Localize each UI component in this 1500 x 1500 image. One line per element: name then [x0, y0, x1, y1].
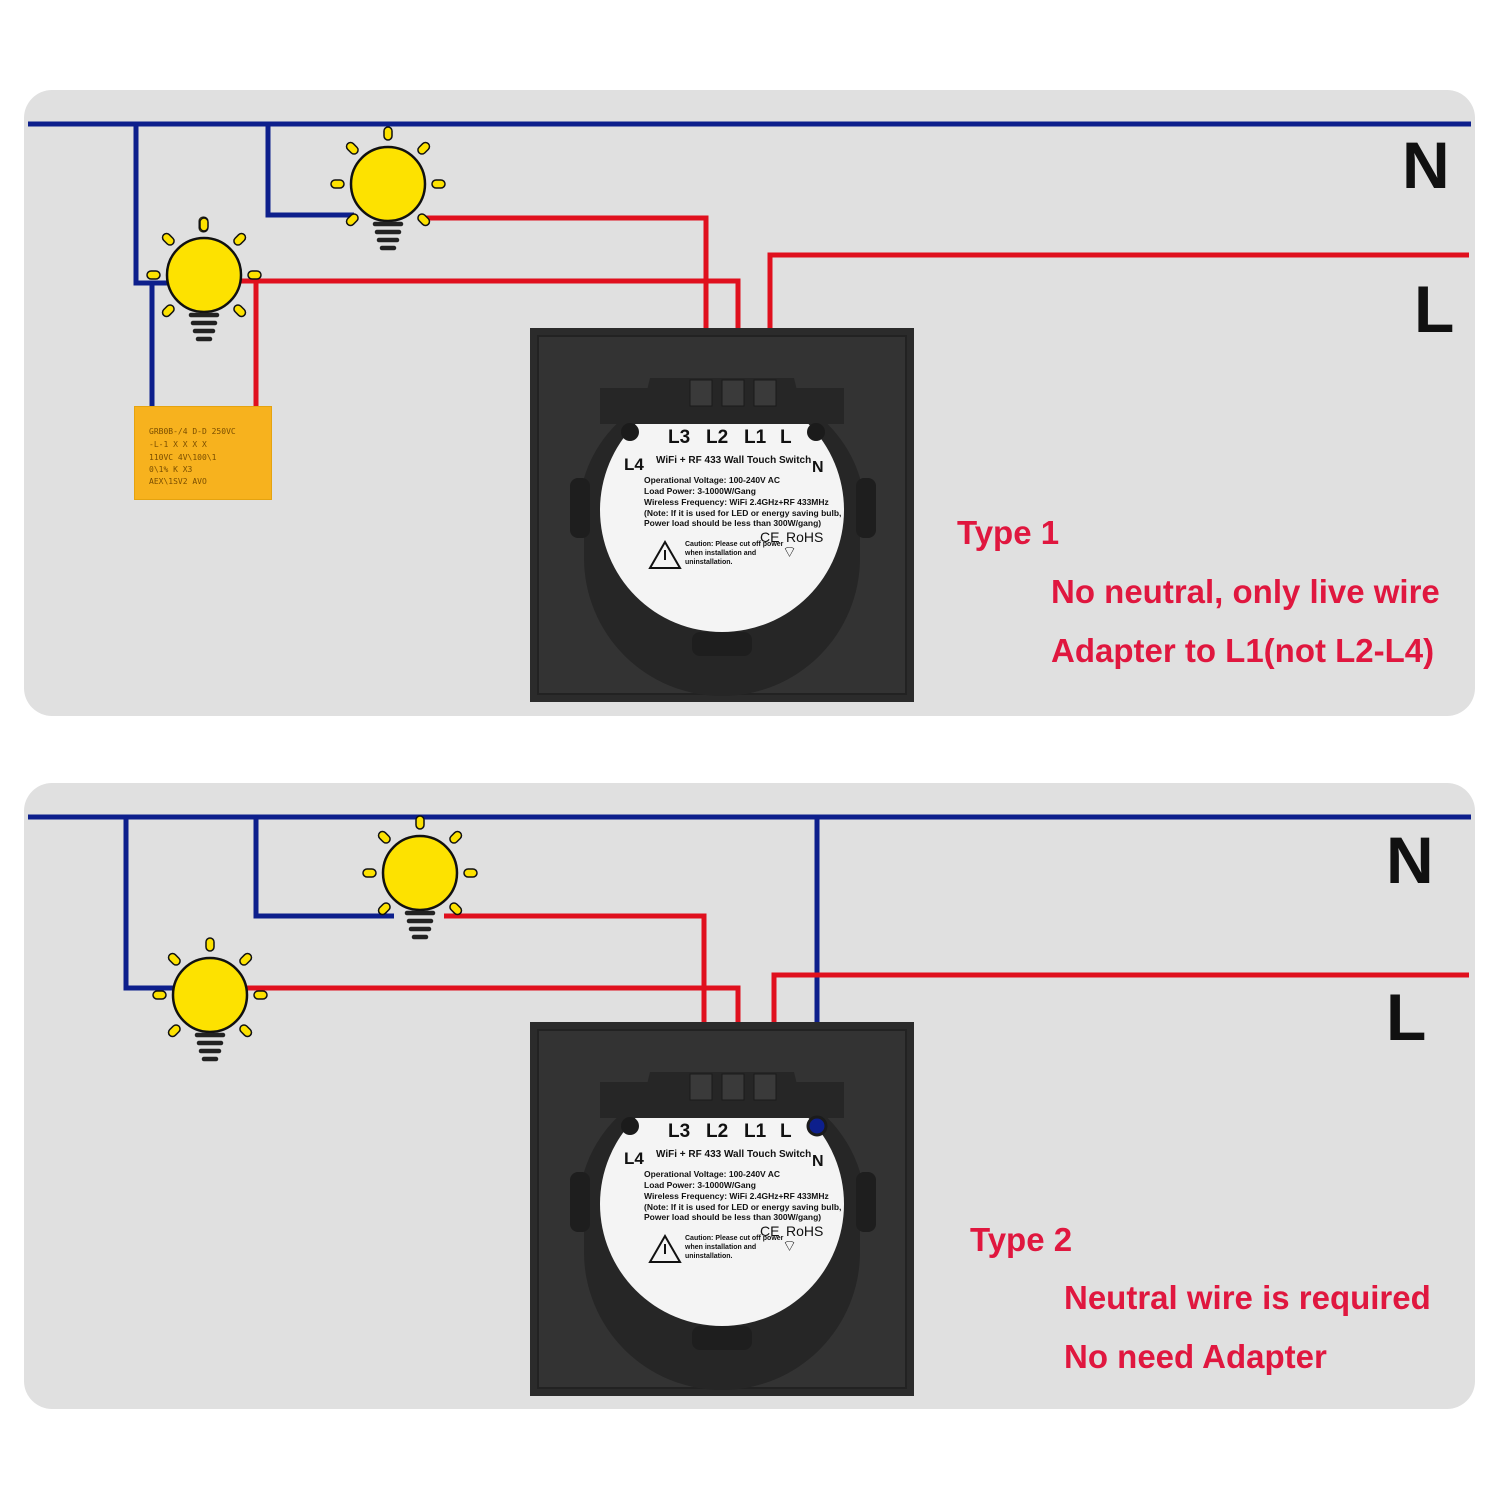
live-label: L: [1386, 980, 1427, 1054]
bulb-1: [146, 216, 262, 342]
caption-line-2: No need Adapter: [1064, 1338, 1327, 1375]
adapter-text: GRB0B-/4 D-D 250VC: [149, 427, 236, 436]
terminal-label-l: L: [780, 427, 792, 448]
neutral-wire-bulb-1: [133, 124, 174, 286]
terminal-label-l1: L1: [744, 1121, 767, 1142]
spec-line: (Note: If it is used for LED or energy s…: [644, 508, 842, 518]
type-title: Type 2: [970, 1221, 1073, 1258]
diagram-type-1: GRB0B-/4 D-D 250VC -L-1 X X X X 110VC 4V…: [24, 90, 1475, 716]
spec-line: Power load should be less than 300W/gang…: [644, 518, 822, 528]
spec-line: Wireless Frequency: WiFi 2.4GHz+RF 433MH…: [644, 1191, 829, 1201]
terminal-label-n: N: [812, 1153, 824, 1170]
switch-title: WiFi + RF 433 Wall Touch Switch: [656, 1149, 812, 1160]
rohs-mark: RoHS: [786, 529, 824, 545]
caution-text: Caution: Please cut off power when insta…: [685, 541, 784, 566]
spec-line: Load Power: 3-1000W/Gang: [644, 486, 756, 496]
spec-line: Operational Voltage: 100-240V AC: [644, 475, 781, 485]
caption-line-2: Adapter to L1(not L2-L4): [1051, 632, 1435, 669]
terminal-label-n: N: [812, 459, 824, 476]
caution-text: Caution: Please cut off power when insta…: [685, 1235, 784, 1260]
wifi-icon: ⌔: [782, 1238, 798, 1255]
terminal-label-l: L: [780, 1121, 792, 1142]
adapter-text: 0\1% K X3: [149, 465, 193, 474]
neutral-wire-bulb-2: [253, 817, 394, 919]
terminal-label-l4: L4: [624, 455, 644, 474]
bulb-2: [362, 815, 478, 940]
rohs-mark: RoHS: [786, 1223, 824, 1239]
wifi-icon: ⌔: [782, 544, 798, 561]
bulb-1: [152, 937, 268, 1062]
adapter-capacitor: GRB0B-/4 D-D 250VC -L-1 X X X X 110VC 4V…: [134, 406, 272, 500]
ce-mark: CE: [760, 529, 780, 545]
terminal-label-l3: L3: [668, 1121, 691, 1142]
type-title: Type 1: [957, 514, 1060, 551]
ce-mark: CE: [760, 1223, 780, 1239]
adapter-text: AEX\1SV2 AVO: [149, 477, 207, 486]
caption-line-1: Neutral wire is required: [1064, 1279, 1431, 1316]
neutral-wire-bulb-2: [265, 124, 354, 218]
neutral-label: N: [1386, 823, 1434, 897]
terminal-label-l1: L1: [744, 427, 767, 448]
terminal-label-l2: L2: [706, 427, 729, 448]
touch-switch-back: L3 L2 L1 L L4 N WiFi + RF 433 Wall Touch…: [530, 328, 914, 702]
terminal-label-l3: L3: [668, 427, 691, 448]
caption-line-1: No neutral, only live wire: [1051, 573, 1440, 610]
spec-line: Power load should be less than 300W/gang…: [644, 1212, 822, 1222]
neutral-label: N: [1402, 128, 1450, 202]
spec-line: Operational Voltage: 100-240V AC: [644, 1169, 781, 1179]
wiring-type-1: [28, 121, 1471, 406]
neutral-wire-bulb-1: [123, 817, 174, 991]
live-label: L: [1414, 272, 1455, 346]
diagram-type-2: N L L3 L2 L1 L L4 N WiFi + RF 433 Wall T…: [24, 783, 1475, 1409]
touch-switch-back: L3 L2 L1 L L4 N WiFi + RF 433 Wall Touch…: [530, 1022, 914, 1396]
adapter-text: 110VC 4V\100\1: [149, 453, 217, 462]
spec-line: Load Power: 3-1000W/Gang: [644, 1180, 756, 1190]
spec-line: Wireless Frequency: WiFi 2.4GHz+RF 433MH…: [644, 497, 829, 507]
terminal-label-l2: L2: [706, 1121, 729, 1142]
bulb-2: [330, 126, 446, 251]
spec-line: (Note: If it is used for LED or energy s…: [644, 1202, 842, 1212]
switch-title: WiFi + RF 433 Wall Touch Switch: [656, 455, 812, 466]
adapter-text: -L-1 X X X X: [149, 440, 207, 449]
terminal-label-l4: L4: [624, 1149, 644, 1168]
